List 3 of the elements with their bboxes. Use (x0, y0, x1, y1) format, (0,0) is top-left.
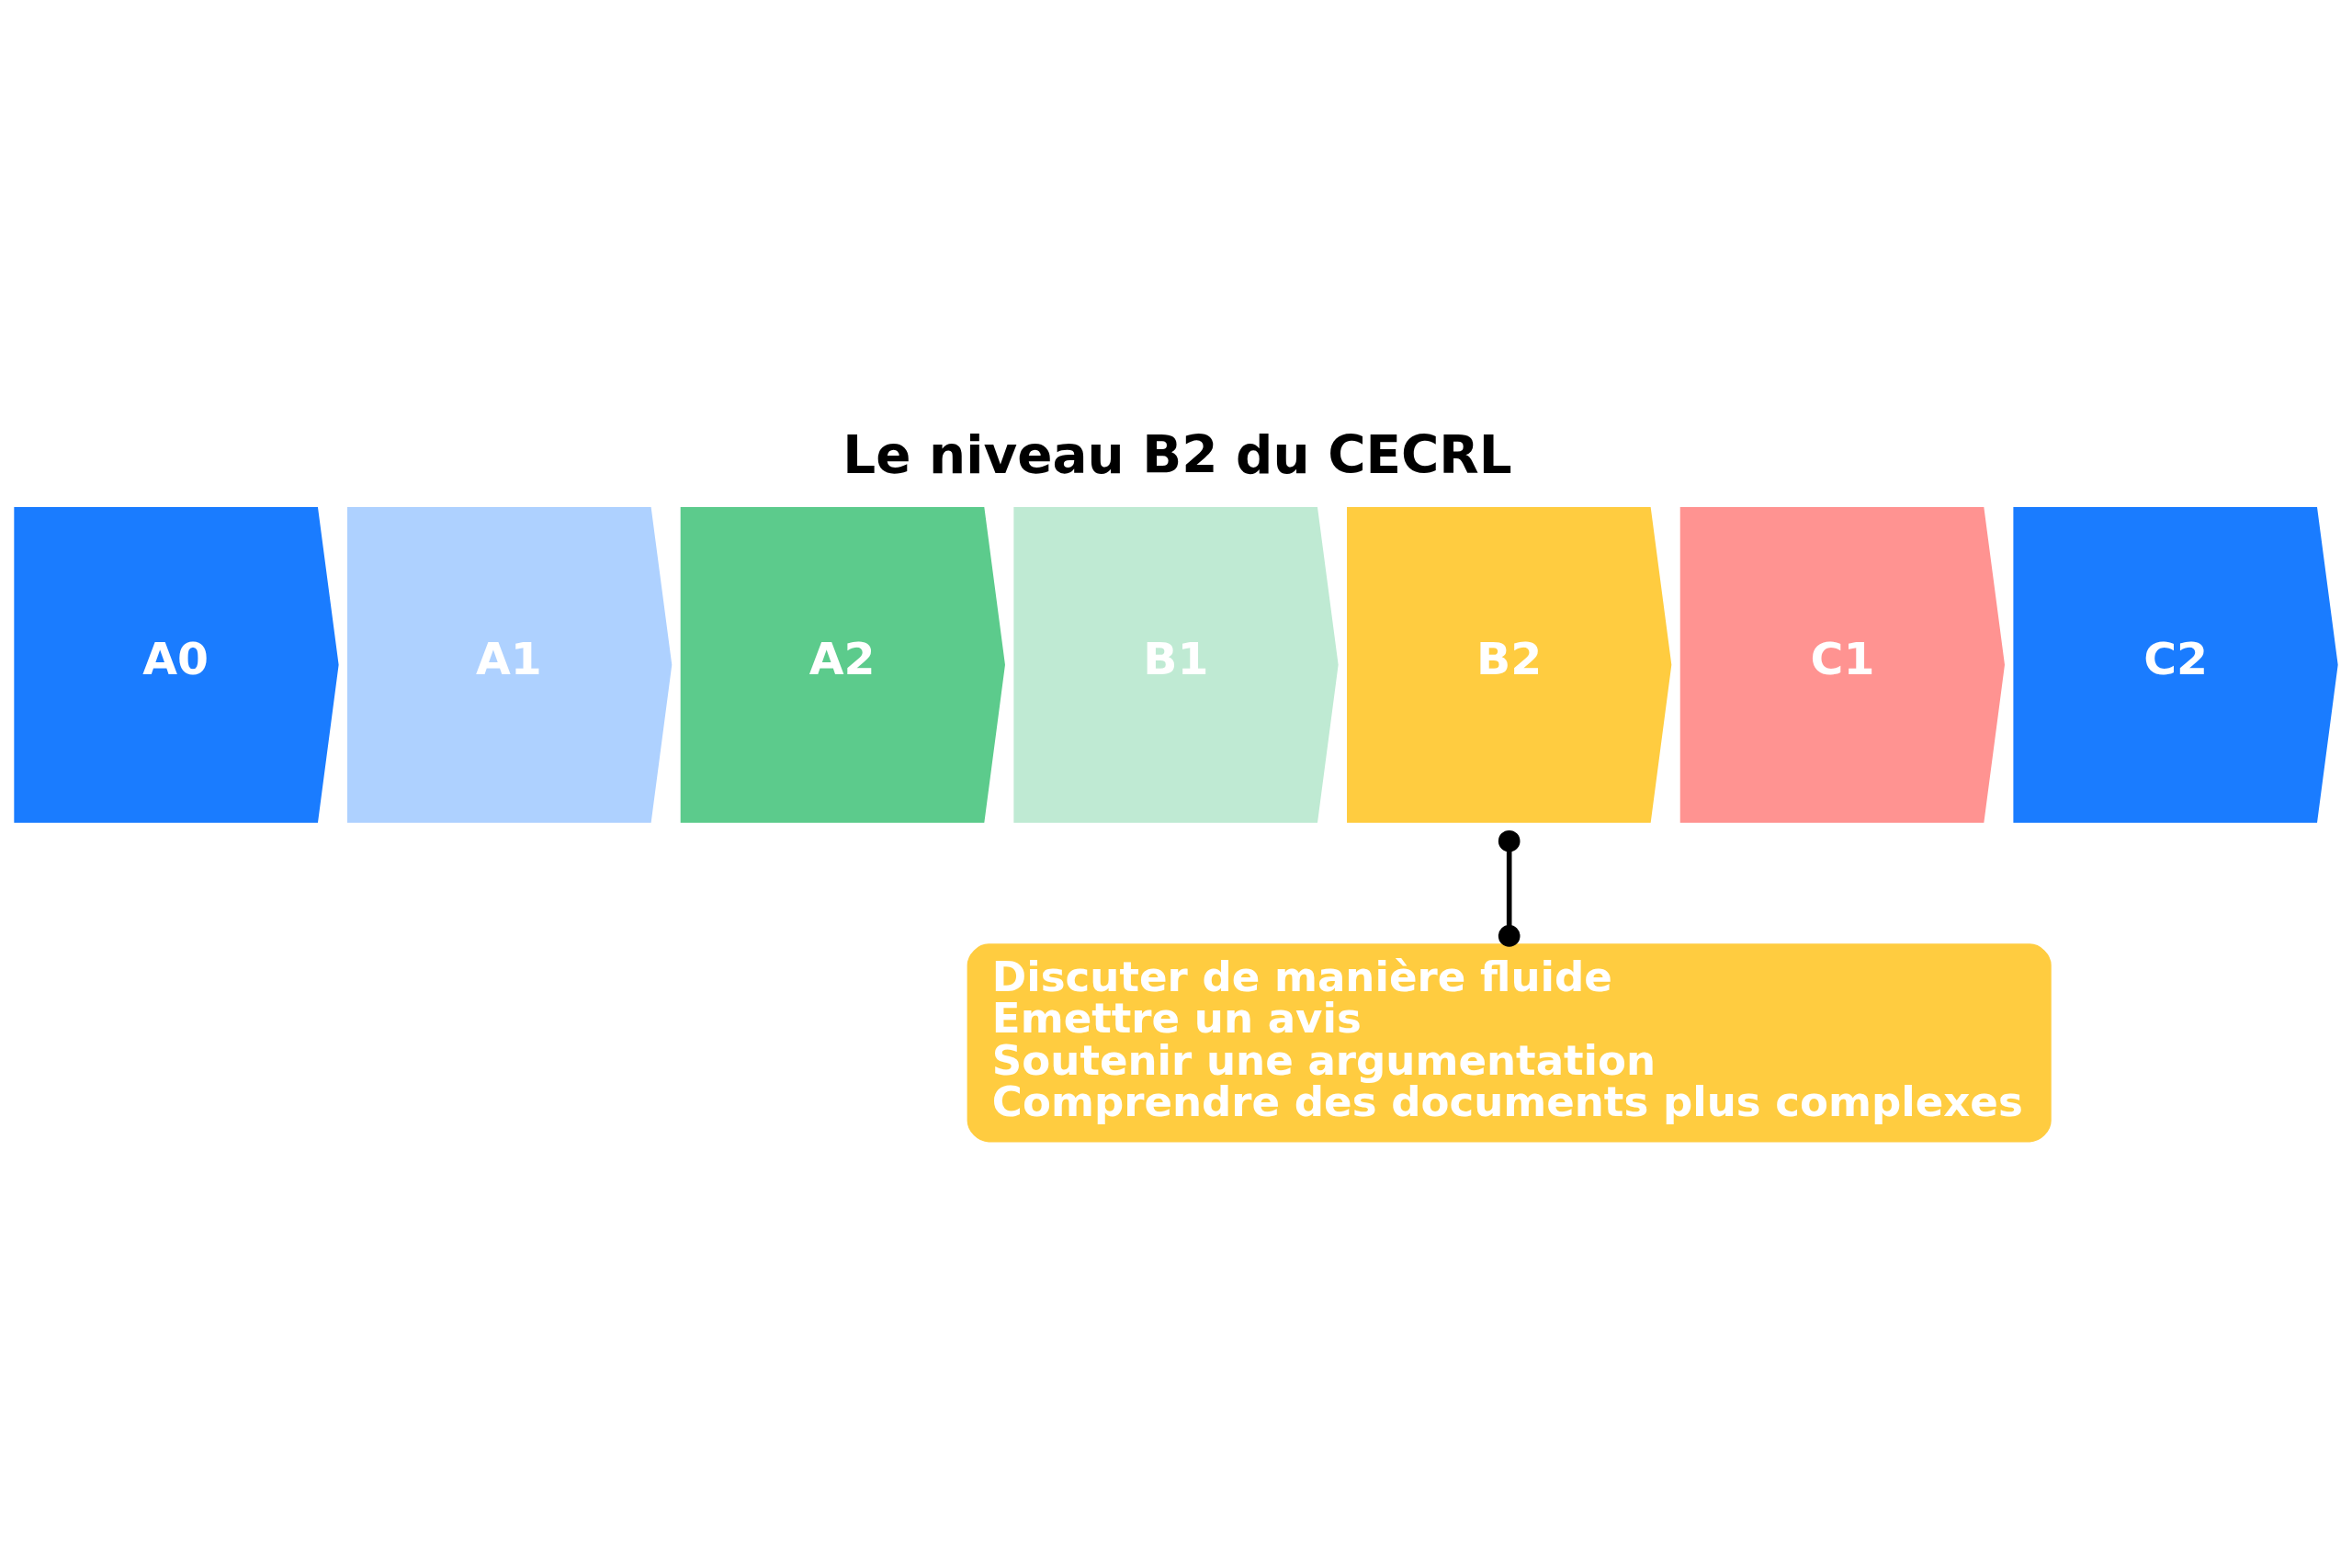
node-box: Discuter de manière fluide Emettre un avis Soutenir une argumentation Comprendre des documents plus complexes (967, 943, 2052, 1143)
diagram-title: Le niveau B2 du CECRL (842, 425, 1512, 486)
connector (1498, 829, 1521, 947)
